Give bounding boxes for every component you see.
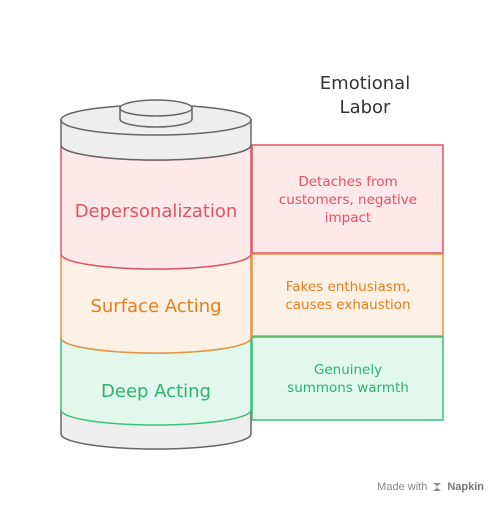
desc-box-deep-acting (251, 336, 444, 421)
desc-box-surface-acting (251, 253, 444, 337)
napkin-logo-icon (433, 483, 442, 491)
layer-label-surface-acting: Surface Acting (90, 296, 222, 317)
layer-label-deep-acting: Deep Acting (101, 381, 211, 402)
made-with-napkin: Made with Napkin (377, 481, 484, 493)
layer-label-depersonalization: Depersonalization (74, 201, 238, 222)
desc-surface-acting: Fakes enthusiasm, causes exhaustion (285, 279, 411, 313)
desc-deep-acting: Genuinely summons warmth (287, 362, 409, 396)
diagram-title: Emotional Labor (319, 73, 411, 118)
napkin-brand: Napkin (447, 481, 484, 493)
desc-box-depersonalization (251, 144, 444, 254)
battery-terminal-top (119, 99, 193, 117)
desc-depersonalization: Detaches from customers, negative impact (278, 174, 418, 226)
made-with-label: Made with (377, 481, 428, 493)
